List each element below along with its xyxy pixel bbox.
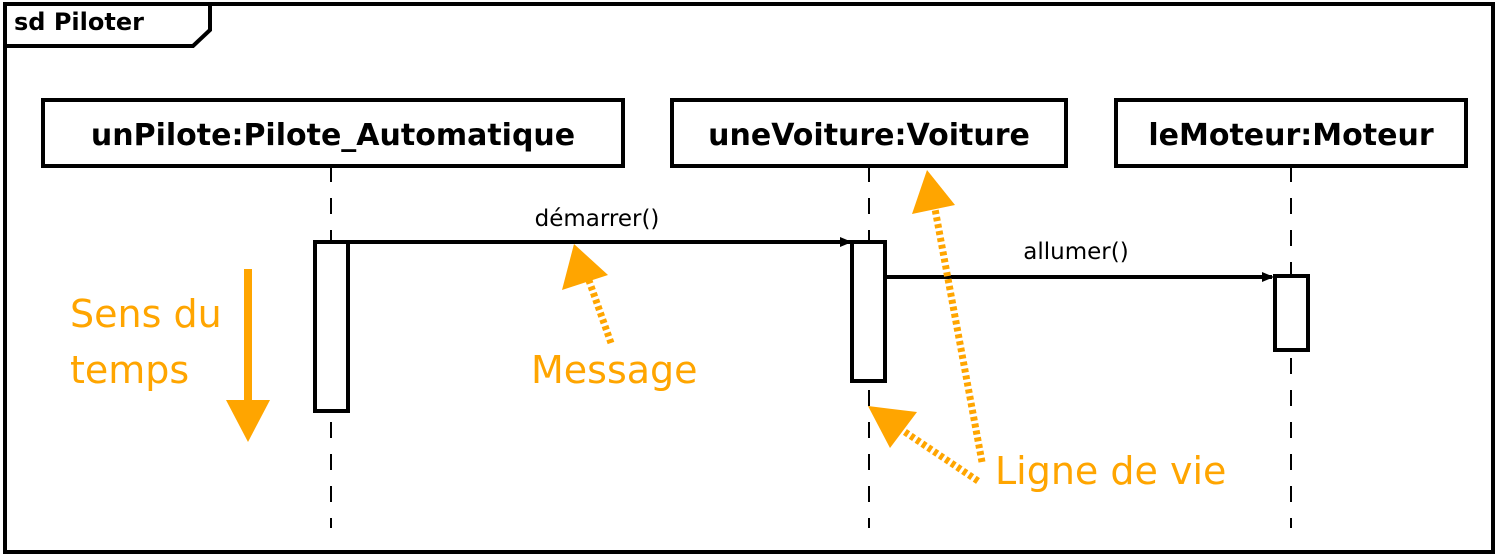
lifeline-pointer-up-shaft xyxy=(929,197,986,463)
lifeline-head-moteur xyxy=(1114,98,1468,168)
diagram-frame xyxy=(3,2,1495,554)
activation-voiture xyxy=(850,240,887,383)
lifeline-label-pilote: unPilote:Pilote_Automatique xyxy=(91,118,575,153)
lifeline-label-moteur: leMoteur:Moteur xyxy=(1148,118,1433,153)
activation-pilote xyxy=(313,240,350,413)
time-annotation-line1: Sens du xyxy=(70,292,222,336)
activation-moteur xyxy=(1273,274,1310,352)
lifeline-label-voiture: uneVoiture:Voiture xyxy=(708,118,1030,153)
lifeline-pointer-left-head xyxy=(868,406,917,448)
time-arrow-head xyxy=(226,400,270,442)
message-pointer-shaft xyxy=(582,270,615,345)
lifeline-pointer-up-head xyxy=(912,170,955,214)
message-label-demarrer: démarrer() xyxy=(535,206,660,232)
message-label-allumer: allumer() xyxy=(1023,239,1128,265)
lifeline-head-pilote xyxy=(41,98,625,168)
lifeline-annotation: Ligne de vie xyxy=(995,449,1226,493)
lifeline-head-voiture xyxy=(670,98,1068,168)
frame-label: sd Piloter xyxy=(14,8,144,36)
message-pointer-head xyxy=(562,244,608,290)
message-annotation: Message xyxy=(531,348,698,392)
time-annotation-line2: temps xyxy=(70,348,189,392)
lifeline-pointer-left-shaft xyxy=(891,421,980,484)
frame-label-tab xyxy=(5,4,212,48)
